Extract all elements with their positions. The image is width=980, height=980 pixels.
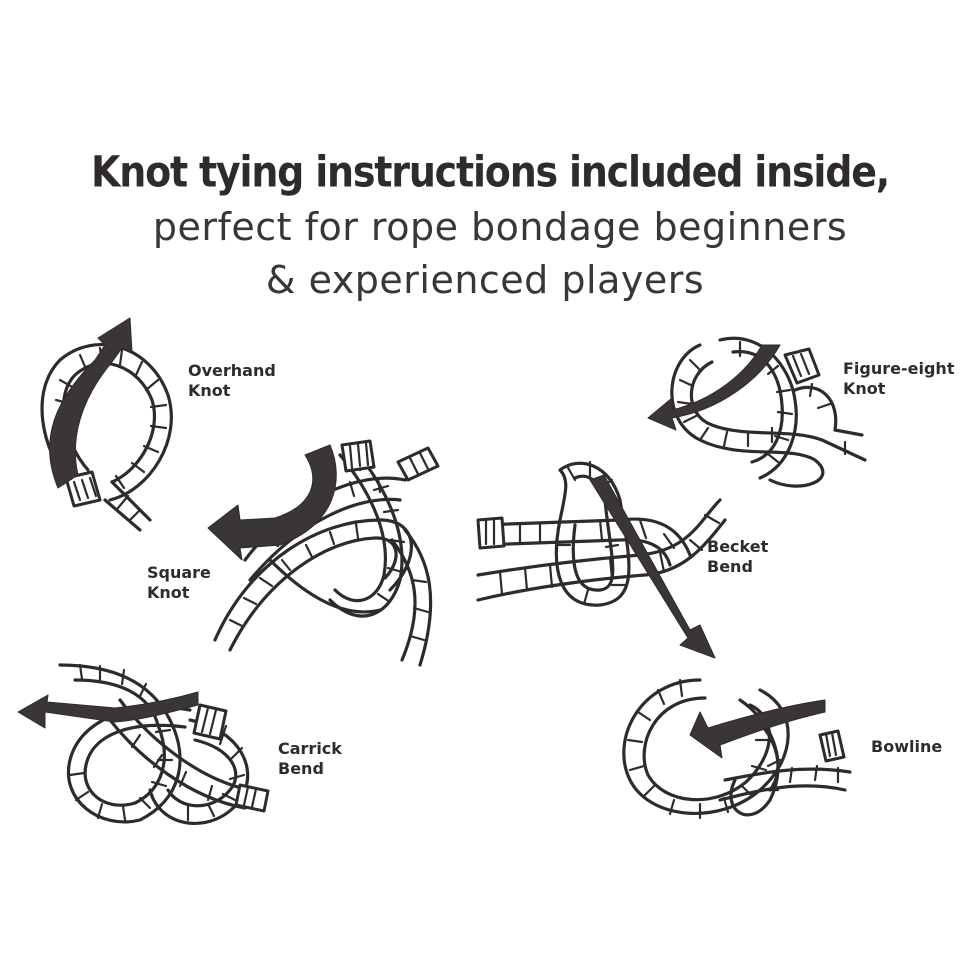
- headline-title: Knot tying instructions included inside,: [90, 147, 890, 197]
- label-square-knot: Square Knot: [147, 563, 211, 603]
- carrick-bend-illustration: [17, 663, 270, 825]
- label-overhand-knot: Overhand Knot: [188, 361, 276, 401]
- figure-eight-knot-illustration: [647, 336, 867, 488]
- label-line: Becket: [707, 537, 769, 556]
- label-bowline: Bowline: [871, 737, 942, 757]
- label-figure-eight-knot: Figure-eight Knot: [843, 359, 954, 399]
- label-becket-bend: Becket Bend: [707, 537, 768, 577]
- becket-bend-illustration: [476, 460, 727, 659]
- label-carrick-bend: Carrick Bend: [278, 739, 342, 779]
- label-line: Knot: [843, 379, 886, 398]
- label-line: Bend: [278, 759, 324, 778]
- overhand-knot-illustration: [40, 317, 173, 532]
- label-line: Bend: [707, 557, 753, 576]
- label-line: Bowline: [871, 737, 943, 756]
- bowline-illustration: [622, 678, 852, 820]
- label-line: Overhand: [188, 361, 276, 380]
- headline-subtitle-line1: perfect for rope bondage beginners: [152, 205, 848, 249]
- headline-subtitle-line2: & experienced players: [265, 258, 705, 302]
- label-line: Carrick: [278, 739, 342, 758]
- label-line: Figure-eight: [843, 359, 955, 378]
- label-line: Knot: [188, 381, 231, 400]
- label-line: Knot: [147, 583, 190, 602]
- square-knot-illustration: [207, 439, 440, 667]
- label-line: Square: [147, 563, 211, 582]
